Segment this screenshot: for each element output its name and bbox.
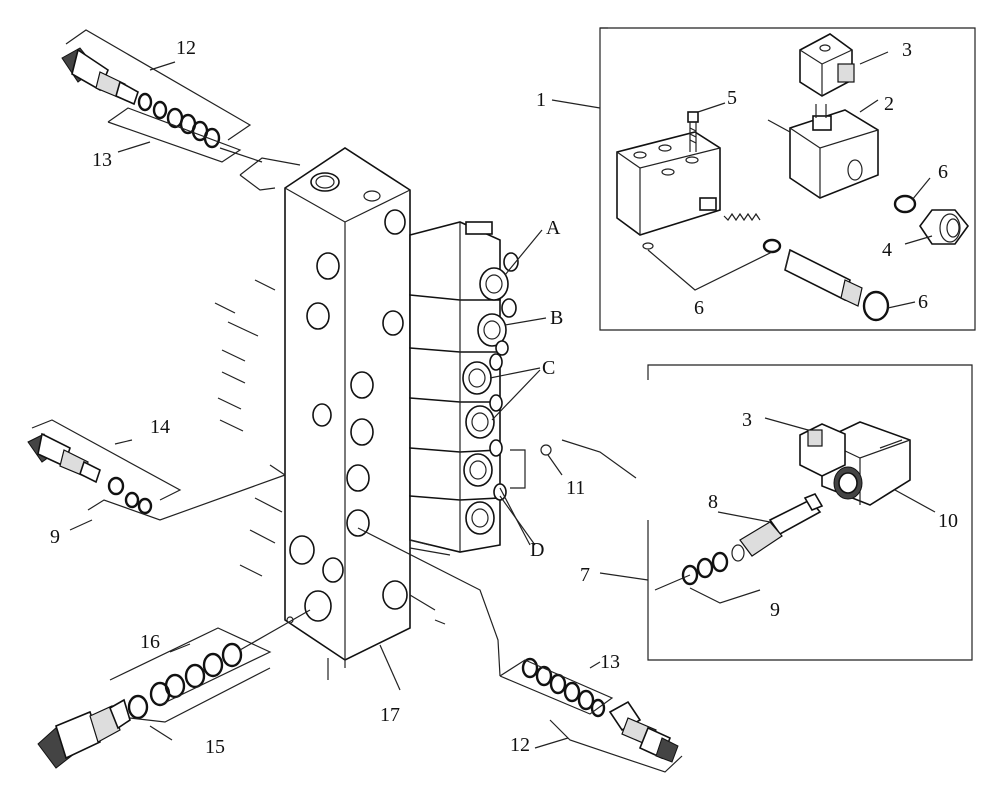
callout-A: A: [546, 217, 561, 239]
o-ring-6-b: [862, 290, 890, 322]
callout-6-ring: 6: [918, 291, 928, 313]
callout-13-top: 13: [92, 149, 112, 171]
callout-6-bottom: 6: [694, 297, 704, 319]
solenoid-face-D1: [463, 439, 503, 487]
callout-3-lower: 3: [742, 409, 752, 431]
callout-11: 11: [566, 477, 586, 499]
callout-12-top: 12: [176, 37, 196, 59]
solenoid-valve-detail-box: [551, 27, 976, 331]
callout-6-right: 6: [938, 161, 948, 183]
solenoid-face-C1: [462, 353, 503, 395]
callout-8: 8: [708, 491, 718, 513]
o-ring-6-c: [893, 194, 917, 214]
callout-10: 10: [938, 510, 958, 532]
callout-9-right: 9: [770, 599, 780, 621]
callout-17: 17: [380, 704, 400, 726]
nut-4: [904, 209, 970, 245]
relief-valve-top-left: [61, 29, 263, 163]
callout-14: 14: [150, 416, 170, 438]
cartridge-8: [717, 493, 824, 557]
callout-D: D: [530, 539, 545, 561]
solenoid-face-A: [479, 252, 519, 301]
spool-cartridge: [784, 248, 863, 307]
callout-C: C: [542, 357, 556, 379]
relief-valve-bottom-right: [357, 527, 683, 773]
relief-valve-left: [27, 419, 286, 531]
valve-body: [616, 131, 721, 236]
callout-4: 4: [882, 239, 892, 261]
solenoid-face-D2: [465, 483, 507, 535]
solenoid-face-C2: [465, 394, 503, 439]
callout-2: 2: [884, 93, 894, 115]
callout-13-bottom: 13: [600, 651, 620, 673]
callout-B: B: [550, 307, 564, 329]
callout-3-top: 3: [902, 39, 912, 61]
spring-pin: [699, 197, 761, 222]
solenoid-stack: [409, 221, 637, 553]
callout-9-left: 9: [50, 526, 60, 548]
screw-5: [687, 102, 726, 152]
relief-valve-bottom-left: [37, 609, 311, 769]
solenoid-face-B: [477, 298, 517, 356]
connector-3-lower: [764, 417, 846, 477]
manifold-block-17: [284, 147, 411, 691]
solenoid-coil-2: [767, 99, 879, 199]
callout-16: 16: [140, 631, 160, 653]
connector-3: [799, 33, 889, 97]
callout-1: 1: [536, 89, 546, 111]
o-ring-6-small: [642, 242, 654, 250]
o-ring-6-a: [762, 238, 782, 254]
alignment-guides: [214, 157, 446, 625]
callout-5: 5: [727, 87, 737, 109]
callout-15: 15: [205, 736, 225, 758]
solenoid-cartridge-detail-box: [599, 364, 973, 661]
callout-7: 7: [580, 564, 590, 586]
callout-12-bottom: 12: [510, 734, 530, 756]
